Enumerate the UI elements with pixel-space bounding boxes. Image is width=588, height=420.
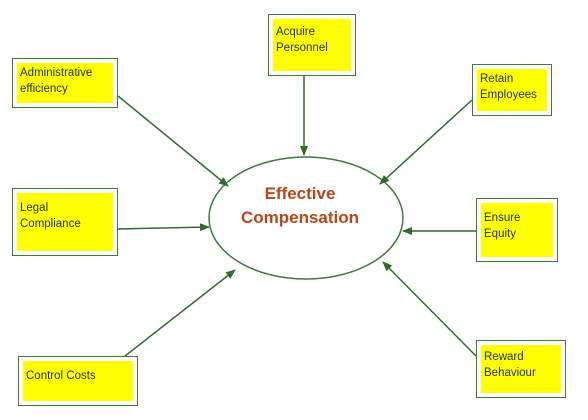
goal-label-line-1: Retain [480, 73, 514, 85]
arrow-reward-behaviour [382, 261, 477, 357]
center-line-2: Compensation [240, 208, 360, 227]
goal-box-control-costs: Control Costs [18, 356, 138, 406]
arrow-control-costs [124, 269, 236, 357]
goal-box-retain-employees: Retain Employees [472, 64, 552, 116]
goal-box-legal-compliance: Legal Compliance [12, 188, 118, 256]
goal-box-reward-behaviour: Reward Behaviour [476, 340, 566, 398]
goal-label-line-1: Ensure [484, 212, 521, 224]
goal-fill: Acquire Personnel [273, 19, 351, 71]
goal-fill: Reward Behaviour [481, 345, 561, 393]
goal-label-line-1: Legal [20, 202, 49, 214]
center-label: Effective Compensation [200, 182, 400, 230]
center-ellipse [208, 156, 404, 280]
goal-box-ensure-equity: Ensure Equity [476, 198, 558, 262]
goal-label-line-1: Control Costs [26, 370, 96, 382]
goal-fill: Ensure Equity [481, 203, 553, 257]
goal-box-administrative-efficiency: Administrative efficiency [12, 58, 118, 108]
goal-label-line-2: Personnel [276, 42, 328, 54]
goal-fill: Administrative efficiency [17, 63, 113, 103]
goal-label-line-1: Acquire [276, 26, 315, 38]
arrow-retain-employees [379, 99, 473, 185]
goal-label-line-2: Compliance [20, 218, 81, 230]
goal-label-line-2: Behaviour [484, 367, 536, 379]
center-line-1: Effective [264, 184, 336, 203]
arrow-legal-compliance [117, 223, 210, 232]
goal-fill: Legal Compliance [17, 193, 113, 251]
goal-fill: Retain Employees [477, 69, 547, 111]
goal-label-line-1: Reward [484, 351, 524, 363]
goal-label-line-1: Administrative [20, 67, 93, 79]
goal-fill: Control Costs [23, 361, 133, 401]
goal-box-acquire-personnel: Acquire Personnel [268, 14, 356, 76]
arrow-administrative-efficiency [117, 95, 229, 187]
goal-label-line-2: efficiency [20, 83, 68, 95]
goal-label-line-2: Equity [484, 228, 516, 240]
goal-label-line-2: Employees [480, 89, 537, 101]
